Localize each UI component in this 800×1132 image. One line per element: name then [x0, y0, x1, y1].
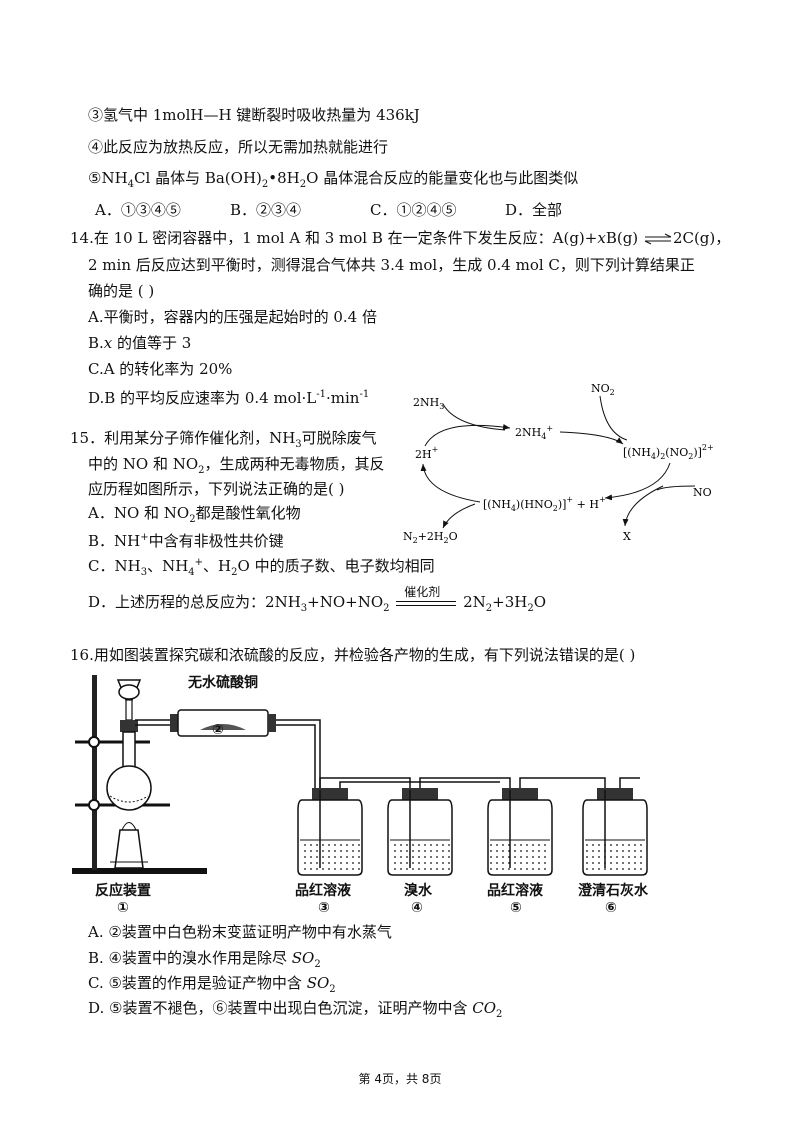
- q15-option-a: A．NO 和 NO2都是酸性氧化物: [88, 504, 301, 525]
- label-x: X: [623, 530, 631, 543]
- wash-bottles: [297, 777, 648, 876]
- stand-rod: [92, 675, 97, 870]
- tube-label: 无水硫酸铜: [188, 675, 258, 691]
- q14-option-c: C.A 的转化率为 20%: [88, 360, 233, 378]
- num-1: ①: [117, 900, 129, 916]
- q13-statement-3: ③氢气中 1molH—H 键断裂时吸收热量为 436kJ: [88, 106, 420, 124]
- q13-option-c: C．①②④⑤: [370, 201, 457, 219]
- equilibrium-arrow-icon: [644, 233, 672, 245]
- q14-stem-line2: 2 min 后反应达到平衡时，测得混合气体共 3.4 mol，生成 0.4 mo…: [88, 256, 695, 274]
- label-complex2: [(NH4)(HNO2)]+ + H+: [483, 495, 606, 513]
- page-footer: 第 4页，共 8页: [358, 1072, 442, 1086]
- label-magenta-solution-1: 品红溶液: [295, 883, 351, 899]
- round-flask: [106, 765, 152, 811]
- label-products: N2+2H2O: [403, 530, 458, 545]
- q16-option-b: B. ④装置中的溴水作用是除尽 SO2: [88, 949, 321, 970]
- stopper: [120, 720, 138, 732]
- label-complex1: [(NH4)2(NO2)]2+: [623, 443, 714, 461]
- arrow-no2-join: [599, 395, 628, 441]
- arrow-nh4-to-complex1: [559, 431, 624, 445]
- label-2nh3: 2NH3: [413, 396, 444, 411]
- label-2nh4: 2NH4+: [515, 424, 553, 441]
- flame: [121, 822, 137, 831]
- num-4: ④: [411, 900, 423, 916]
- arrow-complex2-to-h: [420, 463, 481, 503]
- q14-option-a: A.平衡时，容器内的压强是起始时的 0.4 倍: [88, 308, 377, 326]
- arrow-to-products: [442, 503, 476, 529]
- label-no2-in: NO2: [591, 382, 615, 397]
- q14-stem-line3: 确的是 ( ): [88, 282, 155, 300]
- arrow-complex1-to-complex2: [604, 462, 671, 501]
- arrow-h-to-nh4: [424, 424, 511, 447]
- label-2h: 2H+: [415, 445, 438, 461]
- label-bromine-water: 溴水: [404, 883, 432, 899]
- tube-number: ②: [212, 722, 224, 738]
- q16-option-c: C. ⑤装置的作用是验证产物中含 SO2: [88, 974, 336, 995]
- q16-stem: 16.用如图装置探究碳和浓硫酸的反应，并检验各产物的生成，有下列说法错误的是( …: [70, 646, 636, 664]
- label-no-in: NO: [693, 486, 712, 499]
- q13-option-b: B．②③④: [230, 201, 302, 219]
- q13-statement-4: ④此反应为放热反应，所以无需加热就能进行: [88, 138, 389, 156]
- apparatus-diagram: [72, 675, 321, 874]
- anhydrous-copper-sulfate: [200, 724, 246, 730]
- stand-base: [72, 868, 207, 874]
- catalyst-condition-arrow: 催化剂: [394, 585, 458, 610]
- arrow-no-join: [656, 485, 696, 491]
- bottle-3: [297, 788, 363, 876]
- arrow-nh3-join: [442, 403, 506, 431]
- q13-statement-5: ⑤NH4Cl 晶体与 Ba(OH)2•8H2O 晶体混合反应的能量变化也与此图类…: [88, 169, 579, 190]
- q14-option-b: B.x 的值等于 3: [88, 334, 192, 352]
- q14-option-d: D.B 的平均反应速率为 0.4 mol·L-1·min-1: [88, 389, 370, 407]
- q13-option-d: D．全部: [505, 201, 563, 219]
- arrow-to-x: [622, 485, 664, 527]
- label-reaction-apparatus: 反应装置: [95, 883, 151, 899]
- q15-stem-line1: 15．利用某分子筛作催化剂，NH3可脱除废气: [70, 429, 377, 450]
- q13-option-a: A．①③④⑤: [95, 201, 181, 219]
- q15-option-d: D．上述历程的总反应为：2NH3+NO+NO2 催化剂 2N2+3H2O: [88, 585, 547, 614]
- q15-stem-line3: 应历程如图所示，下列说法正确的是( ): [88, 480, 345, 498]
- q16-option-a: A. ②装置中白色粉末变蓝证明产物中有水蒸气: [88, 923, 392, 941]
- num-5: ⑤: [510, 900, 522, 916]
- num-6: ⑥: [605, 900, 617, 916]
- label-limewater: 澄清石灰水: [578, 883, 648, 899]
- q16-option-d: D. ⑤装置不褪色，⑥装置中出现白色沉淀，证明产物中含 CO2: [88, 999, 503, 1020]
- q14-stem-line1: 14.在 10 L 密闭容器中，1 mol A 和 3 mol B 在一定条件下…: [70, 229, 731, 247]
- q15-option-b: B．NH+中含有非极性共价键: [88, 532, 284, 550]
- label-magenta-solution-2: 品红溶液: [487, 883, 543, 899]
- num-3: ③: [318, 900, 330, 916]
- q15-stem-line2: 中的 NO 和 NO2，生成两种无毒物质，其反: [88, 455, 385, 476]
- q15-option-c: C．NH3、NH4+、H2O 中的质子数、电子数均相同: [88, 557, 435, 578]
- alcohol-lamp: [114, 829, 144, 869]
- reaction-mechanism-diagram: 2NH3 NO2 2NH4+ [(NH4)2(NO2)]2+ 2H+ NO [(…: [403, 382, 714, 545]
